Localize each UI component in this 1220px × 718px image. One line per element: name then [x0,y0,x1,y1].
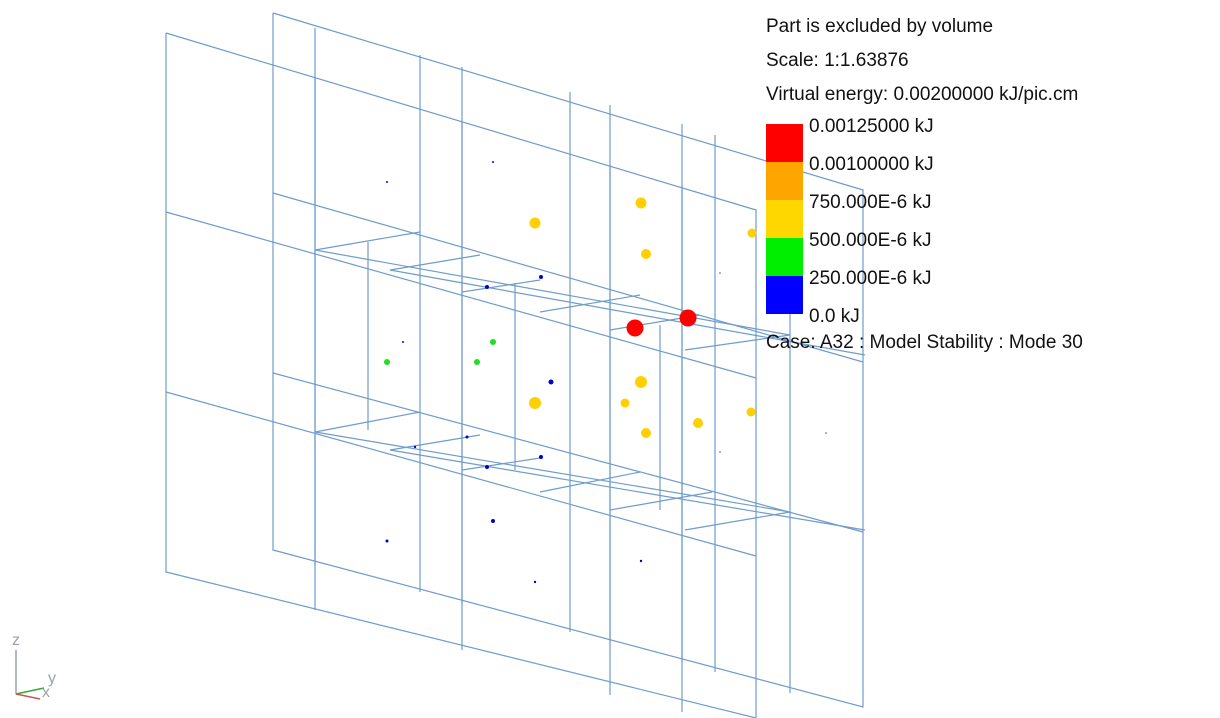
energy-markers [384,161,827,584]
stiffener-edge [389,254,481,271]
back-plate-band [272,372,864,533]
virtual-energy-readout: Virtual energy: 0.00200000 kJ/pic.cm [766,84,1079,105]
stiffener-edge [314,431,791,513]
energy-marker-yellow [635,197,647,209]
scale-readout: Scale: 1:1.63876 [766,50,909,71]
stiffener-edge [461,279,541,293]
energy-marker-blue [539,275,543,279]
front-plate [165,32,757,718]
front-plate-band [165,211,757,379]
energy-marker-green [474,359,480,365]
energy-marker-green [490,339,496,345]
legend-label: 500.000E-6 kJ [809,230,932,251]
energy-marker-blue [386,181,388,183]
legend-item-1: 0.00125000 kJ [766,116,1186,162]
legend-swatch-green [766,238,803,276]
back-plate [272,12,864,708]
stiffener-edge [314,249,791,336]
stiffener-edge [389,434,481,451]
legend-swatch-blue [766,276,803,314]
energy-marker-yellow [693,418,703,428]
legend-label: 0.0 kJ [809,306,860,327]
legend-item-3: 750.000E-6 kJ [766,192,1186,238]
energy-marker-blue [492,161,494,163]
energy-marker-zero [719,272,721,274]
axis-z-label: z [12,632,20,649]
legend-item-2: 0.00100000 kJ [766,154,1186,200]
legend-label: 0.00100000 kJ [809,154,934,175]
energy-marker-yellow [529,217,541,229]
energy-marker-zero [719,451,721,453]
stiffener-edge [461,457,541,471]
energy-marker-yellow [529,397,541,409]
energy-marker-yellow [620,398,630,408]
stiffener-edge [539,294,641,313]
stiffener-edge [684,511,791,531]
axis-x-label: x [42,684,50,701]
stiffener-edge [684,334,791,351]
energy-marker-blue [402,341,404,343]
stiffener-edge [389,449,866,531]
back-plate-band [272,192,864,363]
axis-y-label: y [48,670,56,687]
energy-marker-red [626,319,644,337]
energy-marker-blue [491,519,495,523]
legend-swatch-red [766,124,803,162]
stiffener-edge [314,231,421,251]
energy-marker-blue [465,435,469,439]
legend-item-6: 0.0 kJ [766,306,1186,352]
axis-triad [15,650,45,700]
legend-label: 250.000E-6 kJ [809,268,932,289]
energy-marker-yellow [641,249,651,259]
legend-item-5: 250.000E-6 kJ [766,268,1186,314]
energy-marker-blue [485,465,489,469]
energy-marker-yellow [635,376,647,388]
legend-swatch-orange [766,162,803,200]
energy-marker-yellow [746,407,756,417]
energy-marker-yellow [747,228,757,238]
energy-marker-blue [485,285,489,289]
energy-marker-blue [413,445,417,449]
stiffener-edge [609,491,713,511]
stiffener-edge [389,269,866,356]
wireframe-mesh [165,12,866,718]
energy-marker-blue [539,455,543,459]
energy-marker-blue [548,379,554,385]
energy-marker-blue [533,580,537,584]
legend-label: 750.000E-6 kJ [809,192,932,213]
stiffener-edge [314,411,421,433]
energy-marker-yellow [641,428,651,438]
legend-label: 0.00125000 kJ [809,116,934,137]
energy-marker-blue [639,559,643,563]
legend-swatch-yellow [766,200,803,238]
energy-marker-zero [825,432,827,434]
stiffener-edge [539,471,641,493]
case-readout: Case: A32 : Model Stability : Mode 30 [766,332,1083,353]
legend-item-4: 500.000E-6 kJ [766,230,1186,276]
exclusion-note: Part is excluded by volume [766,16,994,37]
energy-marker-blue [385,539,389,543]
energy-marker-green [384,359,390,365]
front-plate-band [165,391,757,557]
energy-marker-red [679,309,697,327]
